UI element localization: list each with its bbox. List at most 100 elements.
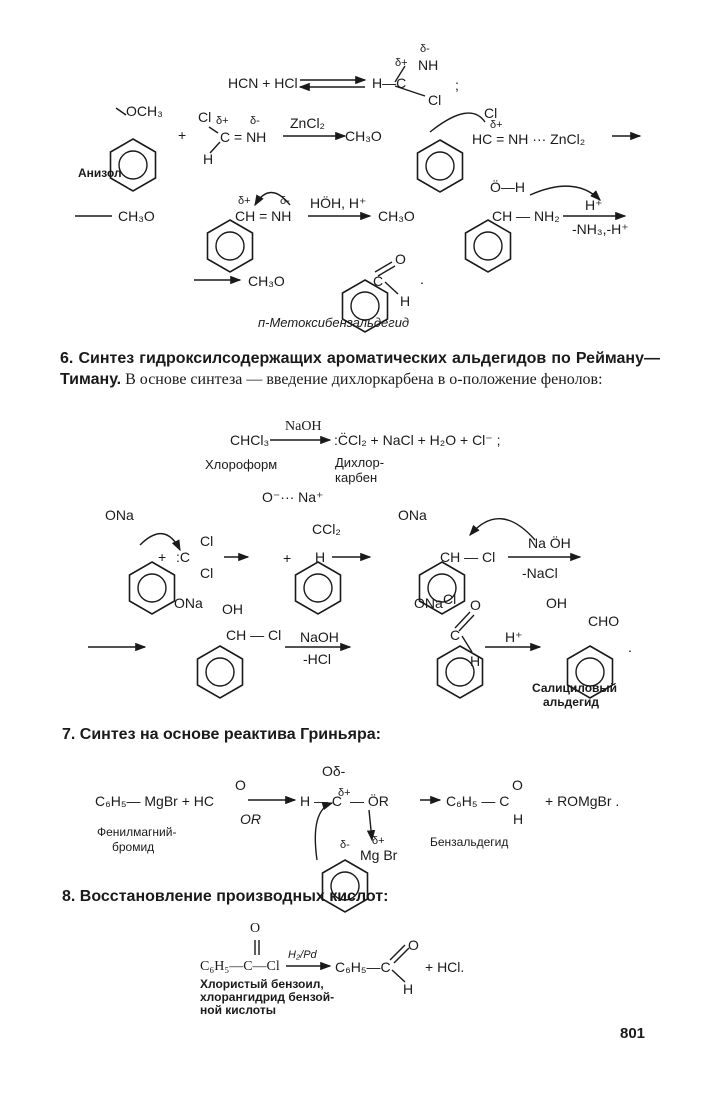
delta-plus: δ+ <box>238 195 251 207</box>
benzoyl-caption-1: Хлористый бензоил, <box>200 977 324 991</box>
salicyl-caption-2: альдегид <box>543 695 599 709</box>
plus: + <box>158 549 167 565</box>
na-oh: Na ÖH <box>528 535 571 551</box>
section-6-heading: 6. Синтез гидроксилсодержащих ароматичес… <box>60 350 660 388</box>
h-plus: H⁺ <box>505 629 523 645</box>
benzoyl-chloride: C₆H₅—C—Cl <box>200 959 280 974</box>
benzene-ring-icon <box>380 106 440 166</box>
h: H <box>513 811 524 827</box>
phenylmagnesium-caption-2: бромид <box>112 840 155 854</box>
salicyl-caption-1: Салициловый <box>532 681 618 695</box>
c6h5-c: C₆H₅ — C <box>446 793 510 809</box>
o-delta: Oδ- <box>322 763 346 779</box>
benzene-ring-icon <box>92 528 152 588</box>
cl: Cl <box>200 565 214 581</box>
plus-in-ring: + <box>283 550 292 566</box>
delta-minus: δ- <box>280 195 290 207</box>
hoh-h: HÖH, H⁺ <box>310 195 367 211</box>
ccl2: CCl₂ <box>312 521 341 537</box>
minus-hcl: -HCl <box>303 651 331 667</box>
cho: CHO <box>588 613 620 629</box>
plus-hcl: + HCl. <box>425 959 465 975</box>
section-7-heading: 7. Синтез на основе реактива Гриньяра: <box>62 726 381 743</box>
or: OR <box>240 811 261 827</box>
benzene-ring-icon <box>160 612 220 672</box>
oh: OH <box>222 601 243 617</box>
ch-nh2: CH — NH₂ <box>492 208 560 224</box>
h-c: H—C <box>372 75 407 91</box>
h: H <box>400 293 411 309</box>
delta-plus: δ+ <box>490 119 503 131</box>
dichlorocarbene-caption-2: карбен <box>335 470 378 485</box>
section-8-heading: 8. Восстановление производных кислот: <box>62 888 389 905</box>
section-6-text: В основе синтеза — введение дихлоркарбен… <box>125 371 603 388</box>
ona: ONa <box>414 595 443 611</box>
c: C <box>373 273 384 289</box>
plus: + <box>178 127 187 143</box>
chcl3: CHCl₃ <box>230 432 270 448</box>
benzaldehyde-caption: Бензальдегид <box>430 835 509 849</box>
o-na: O⁻··· Na⁺ <box>262 489 324 505</box>
benzene-ring-icon <box>530 612 590 672</box>
o: O <box>250 921 261 936</box>
ona: ONa <box>398 507 427 523</box>
h: H <box>315 549 326 565</box>
ch3o: CH₃O <box>345 128 382 144</box>
nh: NH <box>418 57 439 73</box>
benzene-ring-icon <box>170 186 230 246</box>
o: O <box>470 597 481 613</box>
delta-minus: δ- <box>250 115 260 127</box>
hc-complex: HC = NH ··· ZnCl₂ <box>472 131 586 147</box>
benzoyl-caption-2: хлорангидрид бензой- <box>200 990 335 1004</box>
catalyst: H₂/Pd <box>288 949 317 961</box>
h: H <box>203 151 214 167</box>
naoh: NaOH <box>300 629 339 645</box>
dichlorocarbene-caption-1: Дихлор- <box>335 455 385 470</box>
c-eq-nh: C = NH <box>220 129 267 145</box>
carbene-products: :C̈Cl₂ + NaCl + H₂O + Cl⁻ ; <box>334 432 501 448</box>
or-dots: — ÖR <box>350 793 389 809</box>
dot: . <box>420 271 424 287</box>
o: O <box>235 777 246 793</box>
ch-cl: CH — Cl <box>440 549 496 565</box>
h-c: H — C <box>300 793 342 809</box>
cl: Cl <box>198 109 212 125</box>
delta-plus: δ+ <box>338 787 351 799</box>
delta-minus: δ- <box>420 43 430 55</box>
ch3o: CH₃O <box>378 208 415 224</box>
o: O <box>512 777 523 793</box>
naoh: NaOH <box>285 419 322 434</box>
h: H <box>403 981 414 997</box>
hcn-hcl: HCN + HCl <box>228 75 298 91</box>
c6h5mgbr-hc: C₆H₅— MgBr + HC <box>95 793 215 809</box>
h: H <box>470 653 481 669</box>
plus-romgbr: + ROMgBr . <box>545 793 620 809</box>
ch-eq-nh: CH = NH <box>235 208 292 224</box>
ch-cl: CH — Cl <box>226 627 282 643</box>
cl: Cl <box>443 591 457 607</box>
minus-nacl: -NaCl <box>522 565 558 581</box>
o: O <box>408 937 419 953</box>
mgbr: Mg Br <box>360 847 398 863</box>
delta-plus: δ+ <box>216 115 229 127</box>
c: C <box>450 627 461 643</box>
cl: Cl <box>484 105 498 121</box>
ona: ONa <box>105 507 134 523</box>
dot: . <box>628 639 632 655</box>
ch3o: CH₃O <box>118 208 155 224</box>
phenylmagnesium-caption-1: Фенилмагний- <box>97 825 177 839</box>
och3: OCH₃ <box>126 103 163 119</box>
cl: Cl <box>428 92 442 108</box>
section-6-paragraph: 6. Синтез гидроксилсодержащих ароматичес… <box>60 348 660 390</box>
delta-plus: δ+ <box>372 835 385 847</box>
delta-plus: δ+ <box>395 57 408 69</box>
delta-minus: δ- <box>340 839 350 851</box>
benzoyl-caption-3: ной кислоты <box>200 1003 276 1017</box>
o: O <box>395 251 406 267</box>
minus-nh3: -NH₃,-H⁺ <box>572 221 629 237</box>
benzene-ring-icon <box>305 246 365 306</box>
semicolon: ; <box>455 77 459 93</box>
product-caption: п-Метоксибензальдегид <box>258 315 410 330</box>
h-plus: H⁺ <box>585 197 603 213</box>
